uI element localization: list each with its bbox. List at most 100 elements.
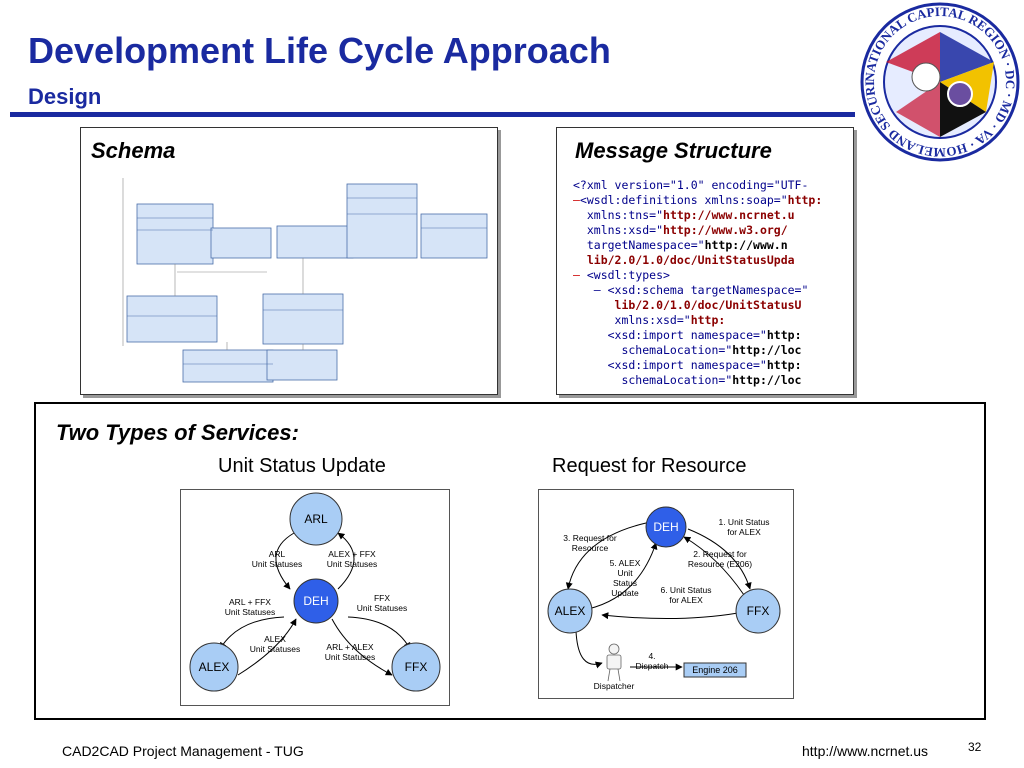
node-alex-label: ALEX [199, 660, 230, 674]
edge-label: Unit Statuses [250, 644, 301, 654]
xml-line: targetNamespace="http://www.n [573, 238, 788, 252]
footer-project-name: CAD2CAD Project Management - TUG [62, 743, 304, 759]
xml-token: lib/2.0/1.0/doc/UnitStatusUpda [573, 253, 795, 267]
schema-label: Schema [91, 138, 176, 163]
edge-label: ARL [269, 549, 286, 559]
xml-token: – <xsd:schema targetNamespace=" [573, 283, 809, 297]
schema-uml-diagram [122, 178, 488, 383]
message-structure-panel: Message Structure <?xml version="1.0" en… [556, 127, 854, 395]
edge-label: Unit Statuses [327, 559, 378, 569]
xml-line: xmlns:xsd="http: [573, 313, 726, 327]
xml-token: xmlns:xsd=" [573, 223, 664, 237]
xml-token: <wsdl:types> [579, 268, 670, 282]
xml-line: lib/2.0/1.0/doc/UnitStatusUpda [573, 253, 795, 267]
xml-token: xmlns:xsd=" [573, 313, 691, 327]
node-ffx-label: FFX [405, 660, 428, 674]
xml-line: <xsd:import namespace="http: [573, 358, 802, 372]
xml-line: – <xsd:schema targetNamespace=" [573, 283, 809, 297]
edge-label: Unit Statuses [225, 607, 276, 617]
request-for-resource-diagram: DEH ALEX FFX Dispatcher Engine 206 1. Un… [538, 489, 794, 699]
rfr-edge-labels: 1. Unit Status for ALEX 2. Request for R… [563, 517, 769, 671]
request-for-resource-title: Request for Resource [552, 455, 747, 477]
edge-label: Dispatch [635, 661, 668, 671]
edge-label: ALEX [264, 634, 286, 644]
edge-label: ARL + ALEX [326, 642, 374, 652]
ncr-homeland-security-seal: NATIONAL CAPITAL REGION · DC · MD · VA ·… [856, 2, 1020, 162]
slide-subtitle: Design [28, 84, 102, 109]
xml-line: schemaLocation="http://loc [573, 343, 802, 357]
edge-label: Update [611, 588, 639, 598]
xml-collapse-marker[interactable]: – [573, 193, 580, 207]
message-structure-label: Message Structure [575, 138, 772, 163]
edge-label: 6. Unit Status [660, 585, 711, 595]
edge-label: Unit [617, 568, 633, 578]
xml-line: lib/2.0/1.0/doc/UnitStatusU [573, 298, 802, 312]
edge-label: 3. Request for [563, 533, 617, 543]
edge-label: Resource [572, 543, 609, 553]
xml-token: schemaLocation=" [573, 373, 733, 387]
dispatcher-label: Dispatcher [594, 681, 635, 691]
xml-token: http: [766, 358, 802, 372]
edge-label: for ALEX [669, 595, 703, 605]
edge-label: Status [613, 578, 637, 588]
edge-label: Resource (E206) [688, 559, 752, 569]
xml-token: <?xml version="1.0" encoding="UTF- [573, 178, 809, 192]
engine-206-box [683, 662, 747, 678]
xml-token: http://www.w3.org/ [663, 223, 788, 237]
xml-token: xmlns:tns=" [573, 208, 664, 222]
edge-label: ALEX + FFX [328, 549, 376, 559]
xml-token: <xsd:import namespace=" [573, 328, 767, 342]
node-alex: ALEX [547, 588, 593, 634]
edge-label: FFX [374, 593, 390, 603]
edge-label: ARL + FFX [229, 597, 271, 607]
node-deh-label: DEH [653, 520, 678, 534]
xml-line: schemaLocation="http://loc [573, 373, 802, 387]
unit-status-update-title: Unit Status Update [218, 455, 386, 477]
node-alex: ALEX [189, 642, 239, 692]
xml-line: xmlns:xsd="http://www.w3.org/ [573, 223, 788, 237]
xml-collapse-marker[interactable]: – [573, 268, 580, 282]
services-heading: Two Types of Services: [56, 420, 299, 445]
services-panel [34, 402, 986, 720]
unit-status-update-diagram: ARL DEH ALEX FFX ARL Unit Statuses ALEX … [180, 489, 450, 706]
edge-label: 1. Unit Status [718, 517, 769, 527]
xml-token: http://www.ncrnet.u [663, 208, 795, 222]
edge-label: 4. [648, 651, 655, 661]
node-deh-label: DEH [303, 594, 328, 608]
edge-label: Unit Statuses [357, 603, 408, 613]
title-divider [10, 112, 855, 117]
xml-token: schemaLocation=" [573, 343, 733, 357]
node-ffx-label: FFX [747, 604, 770, 618]
xml-token: targetNamespace=" [573, 238, 705, 252]
page-number: 32 [968, 740, 982, 754]
xml-token: http://loc [732, 343, 802, 357]
node-arl: ARL [289, 492, 343, 546]
edge-labels: ARL Unit Statuses ALEX + FFX Unit Status… [225, 549, 408, 662]
xml-line: <xsd:import namespace="http: [573, 328, 802, 342]
engine-206-label: Engine 206 [692, 665, 738, 675]
node-alex-label: ALEX [555, 604, 586, 618]
edge-label: 2. Request for [693, 549, 747, 559]
xml-token: http: [766, 328, 802, 342]
schema-panel: Schema [80, 127, 498, 395]
dispatcher-figure-icon [606, 643, 622, 682]
xml-token: http://www.n [704, 238, 788, 252]
node-ffx: FFX [735, 588, 781, 634]
wsdl-xml-listing: <?xml version="1.0" encoding="UTF-–<wsdl… [557, 178, 851, 392]
xml-token: <wsdl:definitions xmlns:soap=" [579, 193, 788, 207]
edge-label: Unit Statuses [325, 652, 376, 662]
edge-label: Unit Statuses [252, 559, 303, 569]
slide-title: Development Life Cycle Approach [28, 30, 611, 71]
node-arl-label: ARL [304, 512, 328, 526]
xml-line: xmlns:tns="http://www.ncrnet.u [573, 208, 795, 222]
footer-url: http://www.ncrnet.us [802, 743, 929, 759]
xml-token: http: [787, 193, 823, 207]
node-deh: DEH [645, 506, 687, 548]
node-deh: DEH [293, 578, 339, 624]
xml-token: http://loc [732, 373, 802, 387]
xml-token: <xsd:import namespace=" [573, 358, 767, 372]
xml-line: –<wsdl:definitions xmlns:soap="http: [573, 193, 822, 207]
xml-line: – <wsdl:types> [573, 268, 670, 282]
xml-token: lib/2.0/1.0/doc/UnitStatusU [573, 298, 802, 312]
xml-token: http: [690, 313, 726, 327]
